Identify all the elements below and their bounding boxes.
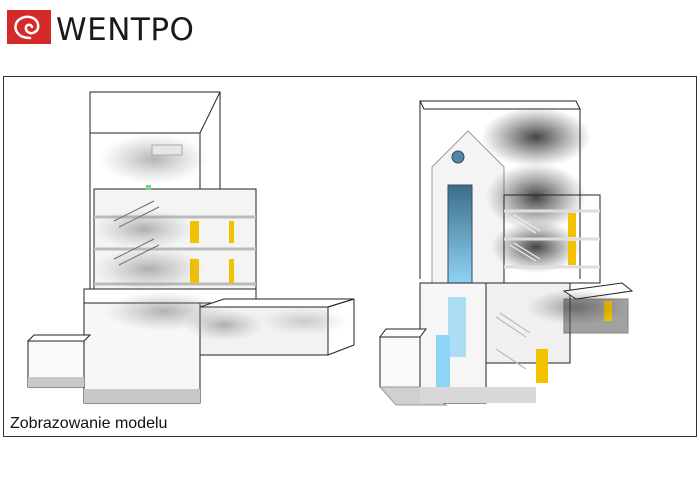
building-smoke-model [378, 100, 634, 406]
building-section-model [26, 91, 355, 404]
brand-name: WENTPO [56, 12, 195, 48]
figure-caption: Zobrazowanie modelu [10, 415, 168, 432]
brand-logo: WENTPO [6, 8, 194, 48]
figure-panel: Zobrazowanie modelu [3, 76, 697, 437]
red-spiral-logo-icon [7, 10, 51, 44]
